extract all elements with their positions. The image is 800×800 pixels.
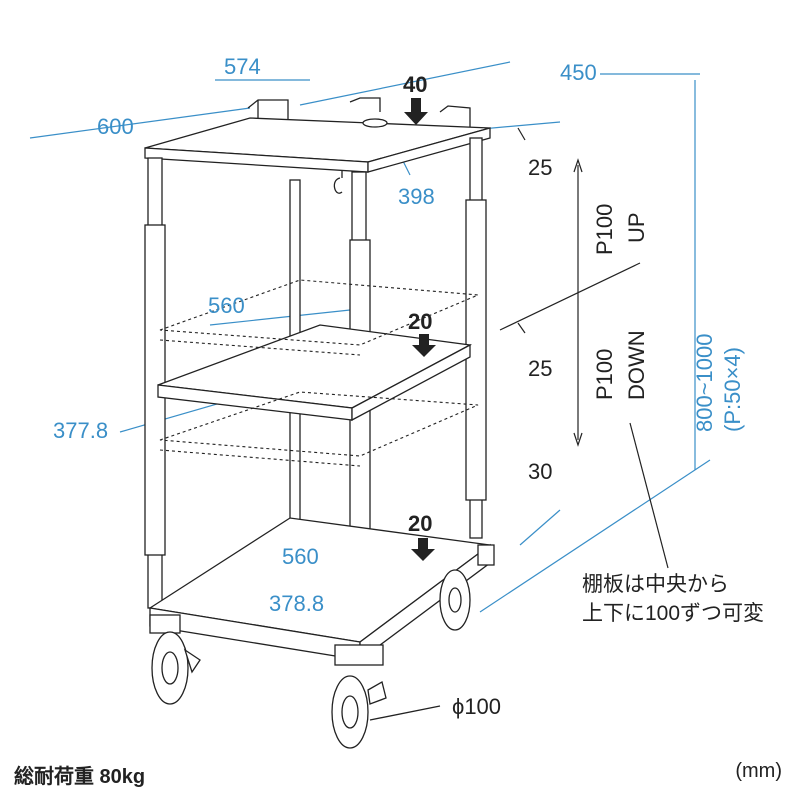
top-width-label: 450 <box>560 60 597 85</box>
casters <box>151 569 471 749</box>
overall-depth-label: 600 <box>97 114 134 139</box>
shelf-up-group: P100 UP <box>592 204 649 255</box>
load-arrows <box>404 98 436 561</box>
shelf-up-direction-label: UP <box>624 212 649 243</box>
top-load-label: 40 <box>403 72 427 97</box>
height-pitch-label: (P:50×4) <box>720 347 745 432</box>
shelf-width-label: 377.8 <box>53 418 108 443</box>
adjust-up-top-label: 25 <box>528 155 552 180</box>
bottom-width-label: 378.8 <box>269 591 324 616</box>
shelf-down-direction-label: DOWN <box>624 330 649 400</box>
caster-diameter-label: ϕ100 <box>452 694 501 719</box>
note-line-1: 棚板は中央から <box>582 573 729 596</box>
cart-frame <box>144 97 495 666</box>
height-range-group: 800~1000 (P:50×4) <box>692 334 745 433</box>
unit-text: (mm) <box>735 760 782 782</box>
note-line-2: 上下に100ずつ可変 <box>582 602 764 625</box>
shelf-down-group: P100 DOWN <box>592 330 649 400</box>
frame-offset-label: 30 <box>528 459 552 484</box>
shelf-depth-label: 560 <box>208 293 245 318</box>
shelf-load-label: 20 <box>408 309 432 334</box>
shelf-down-pitch-label: P100 <box>592 349 617 400</box>
adjustable-shelf-positions <box>159 279 479 467</box>
adjustment-range-lines <box>499 127 669 569</box>
bottom-load-label: 20 <box>408 511 432 536</box>
load-capacity-text: 総耐荷重 80kg <box>14 766 146 788</box>
adjust-up-mid-label: 25 <box>528 356 552 381</box>
top-depth-label: 574 <box>224 54 261 79</box>
shelf-up-pitch-label: P100 <box>592 204 617 255</box>
bottom-depth-label: 560 <box>282 544 319 569</box>
height-range-label: 800~1000 <box>692 334 717 433</box>
top-inner-width-label: 398 <box>398 184 435 209</box>
